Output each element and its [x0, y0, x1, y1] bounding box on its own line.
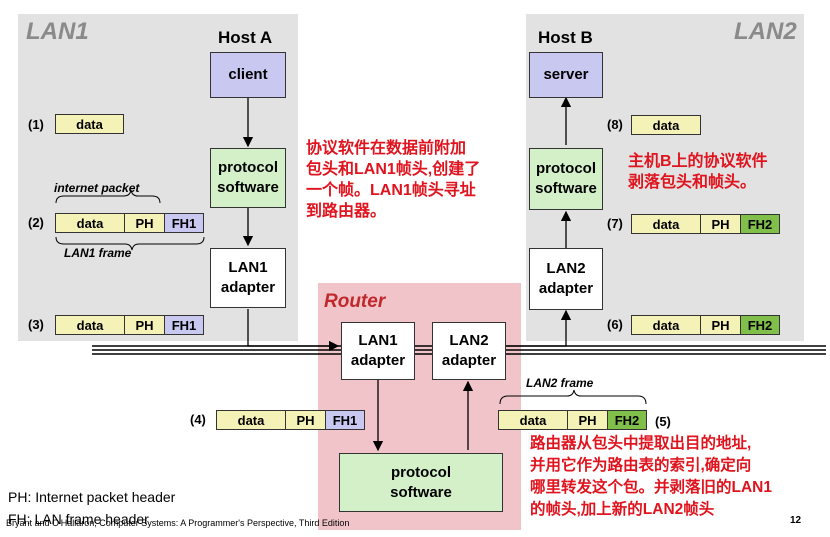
data-cell: data	[631, 115, 701, 135]
frame-1: data	[55, 114, 124, 134]
fh1-cell: FH1	[164, 315, 204, 335]
arrow-adapter-router	[247, 309, 340, 352]
note-router: 路由器从包头中提取出目的地址, 并用它作为路由表的索引,确定向 哪里转发这个包。…	[530, 435, 772, 518]
lan1-frame-brace	[55, 236, 205, 251]
internet-packet-label: internet packet	[54, 181, 140, 195]
host-a-label: Host A	[218, 28, 273, 47]
internet-packet-brace	[55, 189, 161, 204]
data-cell: data	[631, 315, 701, 335]
step-6: (6)	[607, 317, 623, 332]
page-number: 12	[790, 515, 802, 526]
ph-cell: PH	[567, 410, 608, 430]
ph-cell: PH	[700, 214, 741, 234]
router-label: Router	[324, 291, 386, 312]
frame-4: data PH FH1	[216, 410, 365, 430]
frame-8: data	[631, 115, 701, 135]
lan2-frame-label: LAN2 frame	[526, 376, 594, 390]
fh2-cell: FH2	[740, 214, 780, 234]
frame-6: data PH FH2	[631, 315, 780, 335]
data-cell: data	[55, 315, 125, 335]
lan2-label: LAN2	[734, 18, 797, 45]
data-cell: data	[631, 214, 701, 234]
frame-5: data PH FH2	[498, 410, 647, 430]
frame-2: data PH FH1	[55, 213, 204, 233]
ph-cell: PH	[285, 410, 326, 430]
client-box: client	[210, 52, 286, 98]
arrow-router-adapter	[505, 309, 572, 347]
citation: Bryant and O'Hallaron, Computer Systems:…	[6, 518, 350, 528]
ph-cell: PH	[124, 213, 165, 233]
step-5: (5)	[655, 414, 671, 429]
fh2-cell: FH2	[740, 315, 780, 335]
frame-7: data PH FH2	[631, 214, 780, 234]
step-7: (7)	[607, 216, 623, 231]
fh2-cell: FH2	[607, 410, 647, 430]
frame-3: data PH FH1	[55, 315, 204, 335]
host-b-label: Host B	[538, 28, 593, 47]
data-cell: data	[216, 410, 286, 430]
server-box: server	[529, 52, 603, 98]
note-protocol-a: 协议软件在数据前附加 包头和LAN1帧头,创建了 一个帧。LAN1帧头寻址 到路…	[306, 140, 481, 220]
legend-fh: FH: LAN frame header	[8, 511, 149, 527]
ph-cell: PH	[124, 315, 165, 335]
note-protocol-b: 主机B上的协议软件 剥落包头和帧头。	[628, 153, 768, 191]
step-8: (8)	[607, 117, 623, 132]
data-cell: data	[55, 213, 125, 233]
fh1-cell: FH1	[325, 410, 365, 430]
step-3: (3)	[28, 317, 44, 332]
ph-cell: PH	[700, 315, 741, 335]
data-cell: data	[498, 410, 568, 430]
data-cell: data	[55, 114, 124, 134]
step-1: (1)	[28, 117, 44, 132]
lan2-frame-brace	[499, 389, 647, 405]
step-2: (2)	[28, 215, 44, 230]
legend-ph: PH: Internet packet header	[8, 489, 176, 505]
lan1-label: LAN1	[26, 18, 89, 45]
step-4: (4)	[190, 412, 206, 427]
lan1-frame-label: LAN1 frame	[64, 246, 132, 260]
fh1-cell: FH1	[164, 213, 204, 233]
